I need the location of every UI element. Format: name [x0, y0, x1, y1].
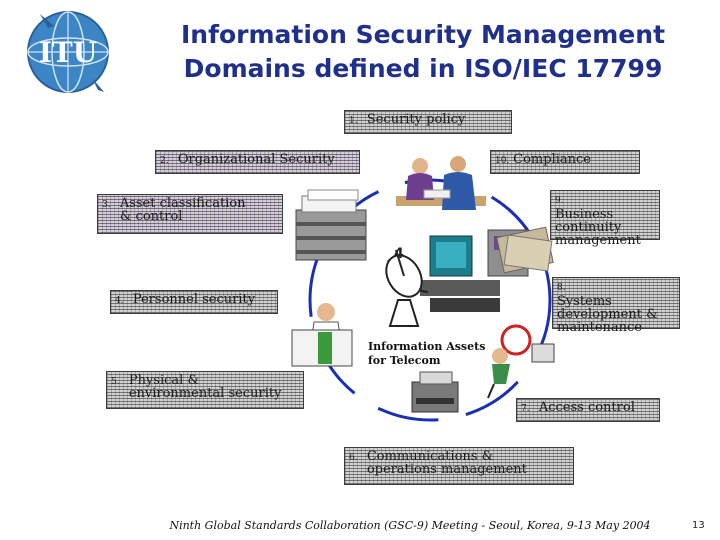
- domain-5-number: 5.: [111, 377, 120, 387]
- domain-3-label: Asset classification & control: [119, 196, 246, 224]
- domain-10-label: Compliance: [513, 152, 591, 167]
- domain-7-number: 7.: [521, 404, 530, 414]
- center-label-line-2: for Telecom: [368, 354, 441, 367]
- domain-8-systems-development: 8. Systems development & maintenance: [552, 277, 680, 334]
- title-line-2: Domains defined in ISO/IEC 17799: [183, 54, 663, 83]
- domain-8-label: Systems development & maintenance: [557, 294, 658, 335]
- svg-text:ITU: ITU: [39, 36, 97, 69]
- fax-phone-icon: [411, 371, 459, 413]
- domain-10-compliance: 10. Compliance: [490, 150, 640, 174]
- satellite-dish-icon: 4: [385, 246, 429, 327]
- person-reading-icon: [291, 303, 353, 367]
- domain-4-number: 4.: [115, 296, 124, 306]
- domain-5-label: Physical & environmental security: [128, 373, 282, 401]
- domain-9-business-continuity: 9. Business continuity management: [550, 190, 660, 247]
- svg-text:4: 4: [394, 246, 404, 262]
- domain-8-number: 8.: [557, 283, 566, 293]
- domain-4-label: Personnel security: [132, 292, 256, 307]
- title-line-1: Information Security Management: [180, 20, 666, 49]
- documents-stack-icon: [496, 226, 554, 274]
- domain-3-number: 3.: [102, 200, 111, 210]
- domain-7-access-control: 7. Access control: [516, 398, 660, 422]
- domain-6-communications-operations: 6. Communications & operations managemen…: [344, 447, 574, 485]
- domain-1-security-policy: 1. Security policy: [344, 110, 512, 134]
- domain-2-label: Organizational Security: [177, 152, 335, 167]
- domain-1-number: 1.: [349, 116, 358, 126]
- domain-3-asset-classification: 3. Asset classification & control: [97, 194, 283, 234]
- page-title: Information Security Management Domains …: [128, 18, 718, 86]
- domain-5-physical-environmental: 5. Physical & environmental security: [106, 371, 304, 409]
- footer-text: Ninth Global Standards Collaboration (GS…: [169, 519, 651, 532]
- itu-logo: ITU: [27, 11, 109, 93]
- domain-2-number: 2.: [160, 156, 169, 166]
- domain-7-label: Access control: [538, 400, 635, 415]
- domain-1-label: Security policy: [366, 112, 466, 127]
- domain-4-personnel-security: 4. Personnel security: [110, 290, 278, 314]
- filing-cabinet-icon: [295, 189, 367, 261]
- domain-9-label: Business continuity management: [555, 207, 641, 248]
- domain-10-number: 10.: [495, 156, 510, 166]
- domain-6-label: Communications & operations management: [366, 449, 527, 477]
- domain-2-organizational-security: 2. Organizational Security: [155, 150, 360, 174]
- page-number: 13: [692, 520, 705, 531]
- meeting-people-icon: [396, 156, 486, 210]
- domain-9-number: 9.: [555, 196, 564, 206]
- woman-at-computer-icon: [487, 324, 555, 399]
- domain-6-number: 6.: [349, 453, 358, 463]
- center-label-line-1: Information Assets: [368, 340, 486, 353]
- center-label: Information Assets for Telecom: [368, 340, 485, 368]
